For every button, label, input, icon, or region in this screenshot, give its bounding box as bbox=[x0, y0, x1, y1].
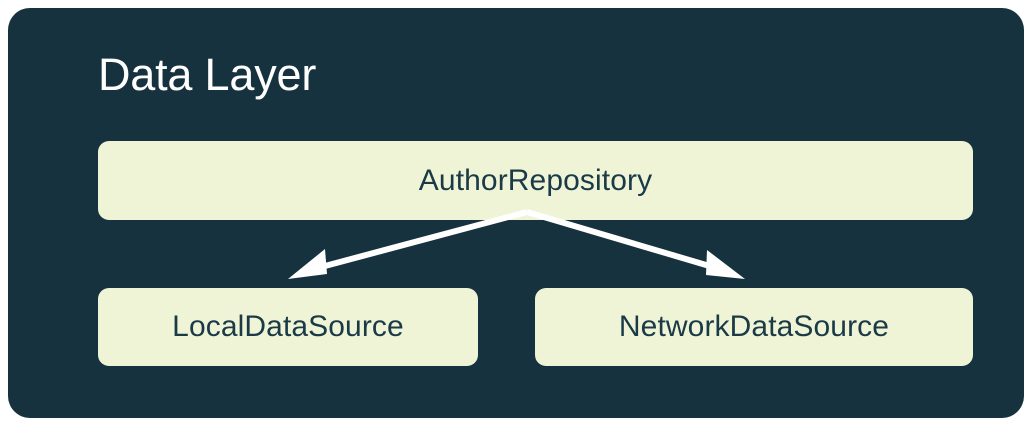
data-layer-card: Data Layer AuthorRepository LocalDataSou… bbox=[8, 8, 1024, 418]
node-network-data-source-label: NetworkDataSource bbox=[618, 310, 890, 343]
node-author-repository[interactable]: AuthorRepository bbox=[98, 141, 973, 220]
node-local-data-source[interactable]: LocalDataSource bbox=[98, 288, 478, 366]
node-network-data-source[interactable]: NetworkDataSource bbox=[535, 288, 973, 366]
node-author-repository-label: AuthorRepository bbox=[418, 163, 653, 197]
page-title: Data Layer bbox=[98, 49, 317, 100]
node-local-data-source-label: LocalDataSource bbox=[172, 310, 404, 343]
